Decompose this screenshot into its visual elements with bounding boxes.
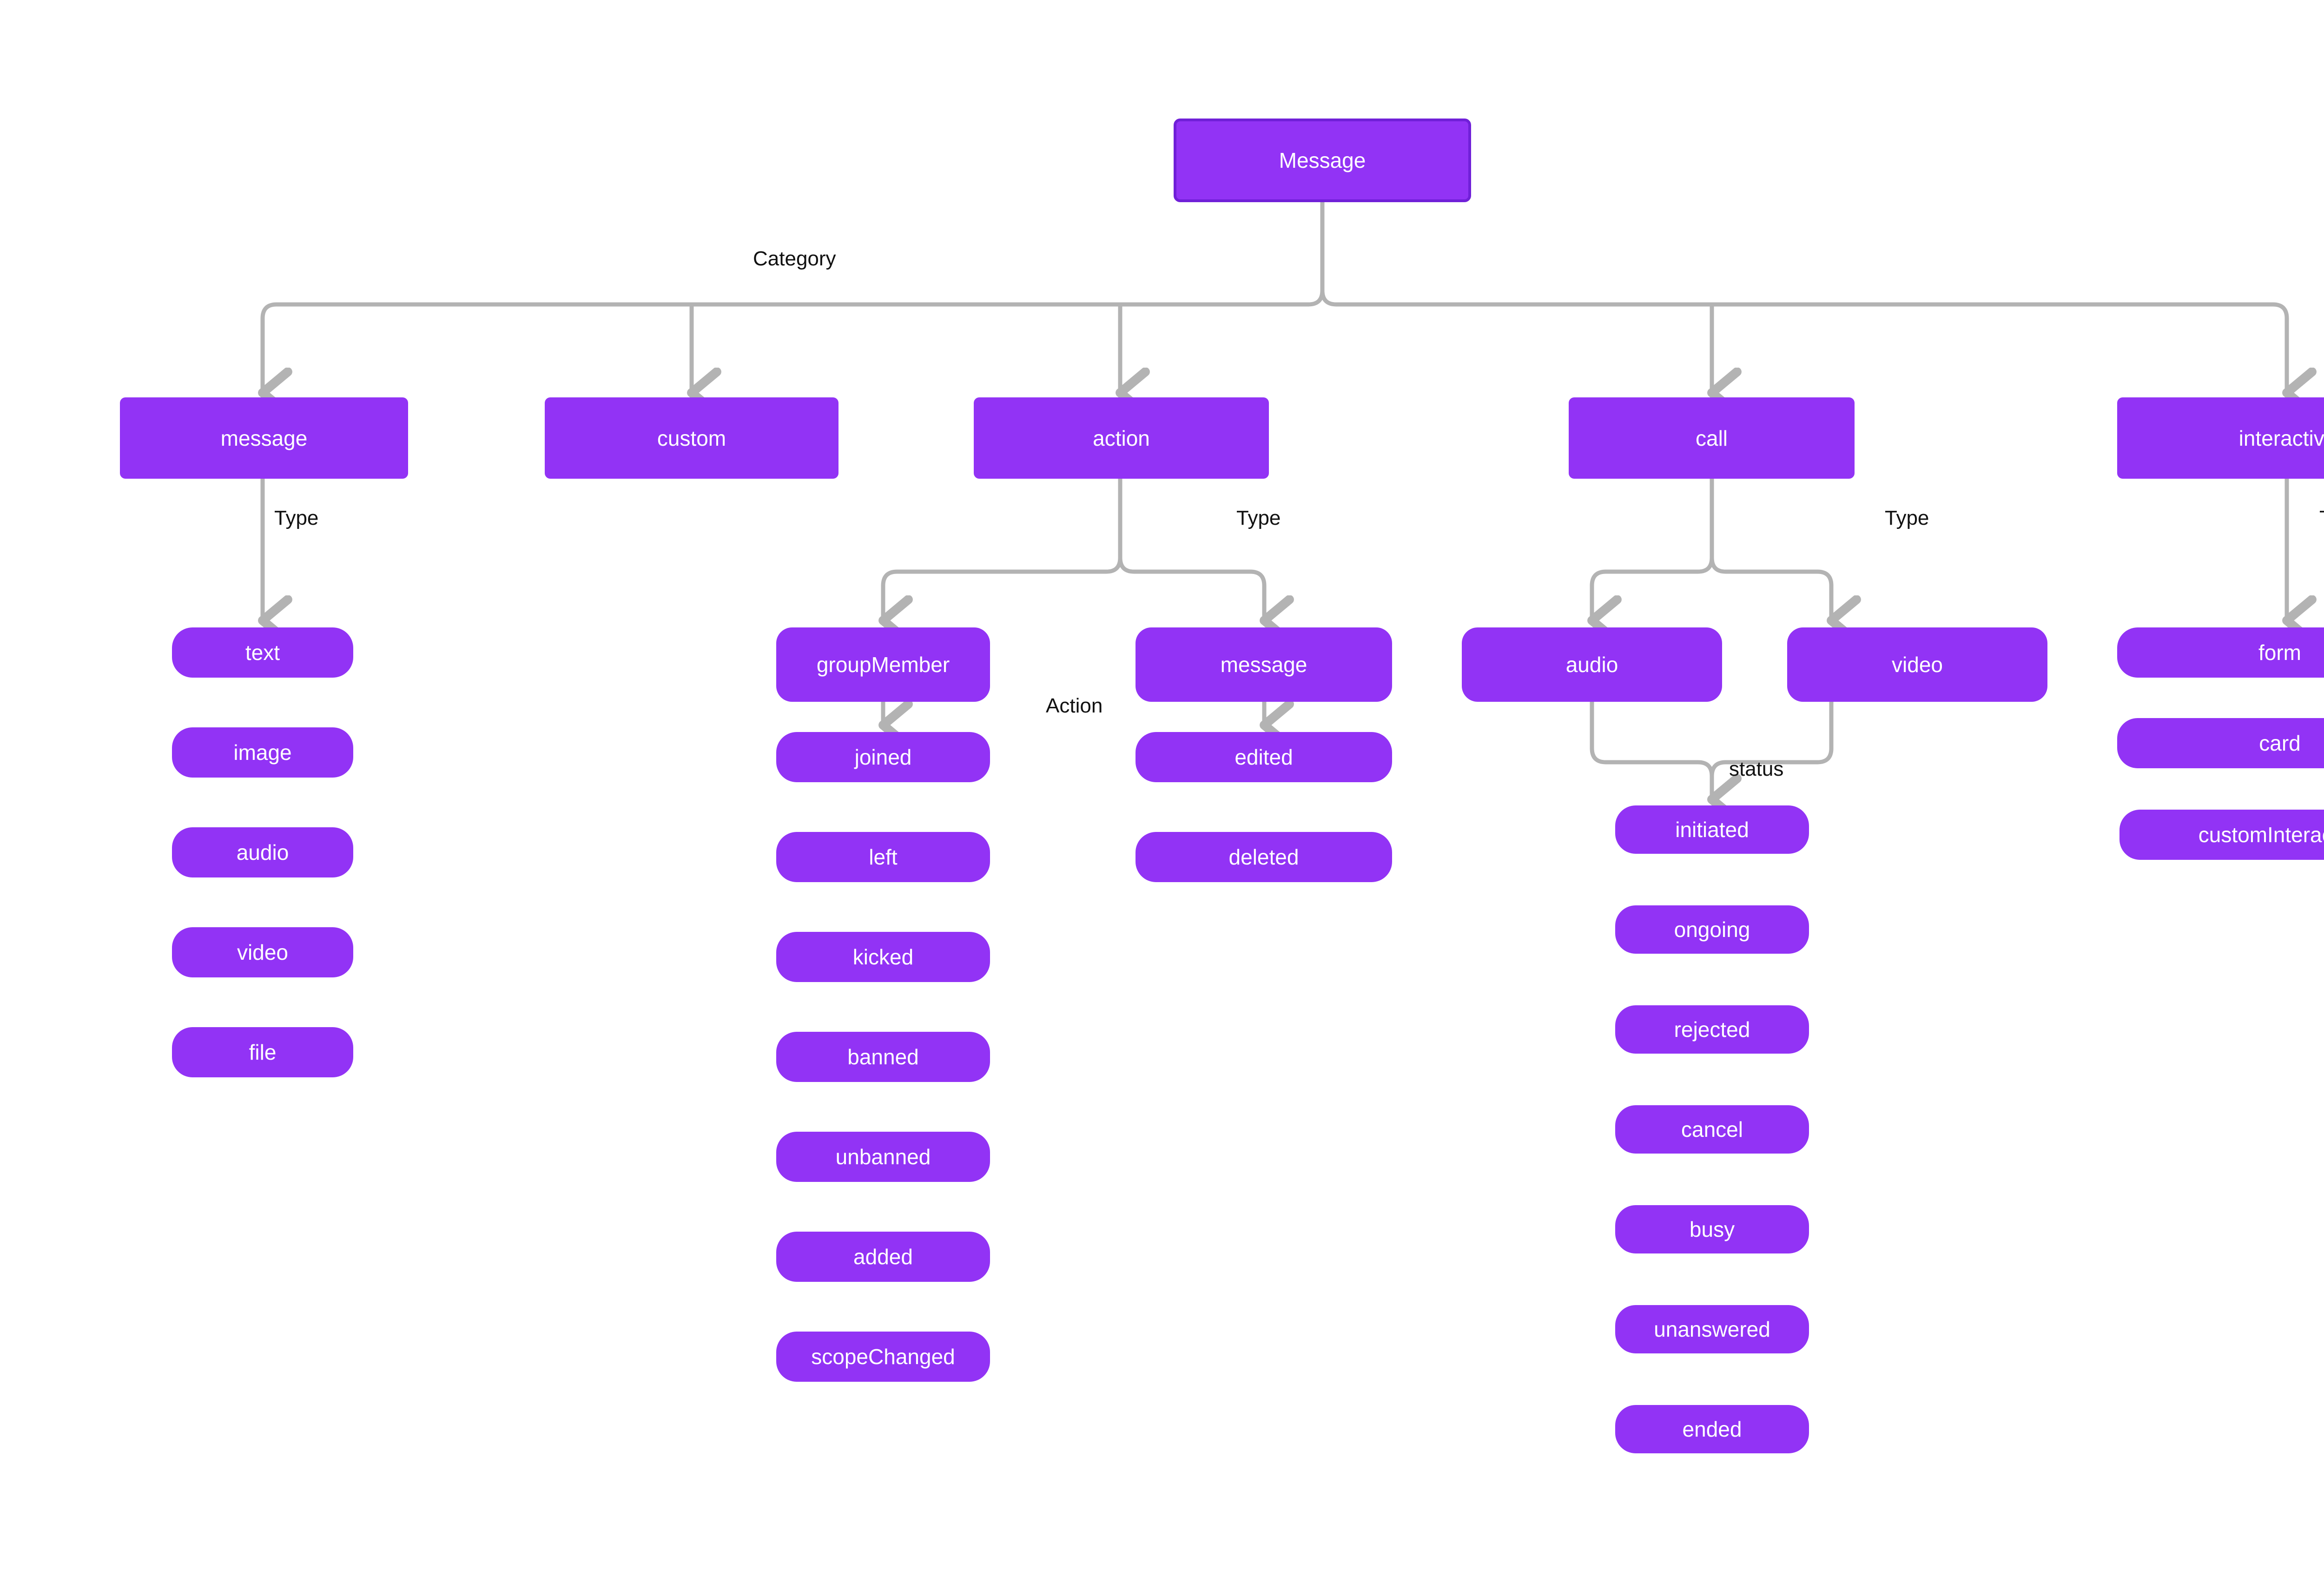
interactive-type-form[interactable]: form <box>2117 627 2324 678</box>
call-type-audio[interactable]: audio <box>1462 627 1722 702</box>
message-type-video[interactable]: video <box>172 927 353 977</box>
group-member-action-label: kicked <box>852 945 914 969</box>
call-type-label: audio <box>1565 653 1618 677</box>
group-member-action-label: unbanned <box>835 1145 931 1169</box>
group-member-action-left[interactable]: left <box>776 832 990 882</box>
call-status-rejected[interactable]: rejected <box>1615 1005 1809 1054</box>
group-member-action-label: joined <box>854 745 912 769</box>
action-type-label: groupMember <box>816 653 950 677</box>
group-member-action-unbanned[interactable]: unbanned <box>776 1132 990 1182</box>
edge-label-action: Action <box>1046 694 1103 717</box>
message-type-label: image <box>233 740 292 765</box>
call-status-label: ongoing <box>1674 917 1750 942</box>
group-member-action-joined[interactable]: joined <box>776 732 990 782</box>
group-member-action-label: added <box>853 1245 913 1269</box>
root-node-label: Message <box>1279 148 1366 172</box>
group-member-action-label: scopeChanged <box>811 1345 955 1369</box>
call-status-cancel[interactable]: cancel <box>1615 1105 1809 1154</box>
group-member-action-label: banned <box>847 1045 919 1069</box>
interactive-type-label: card <box>2259 731 2301 755</box>
group-member-action-added[interactable]: added <box>776 1232 990 1282</box>
action-type-message[interactable]: message <box>1136 627 1392 702</box>
edge-label-category: Category <box>753 247 836 270</box>
root-node-message[interactable]: Message <box>1174 119 1471 202</box>
call-status-unanswered[interactable]: unanswered <box>1615 1305 1809 1353</box>
edge-label-type-interactive: Type <box>2319 507 2324 530</box>
category-label: custom <box>657 426 726 450</box>
category-label: message <box>220 426 308 450</box>
category-node-call[interactable]: call <box>1569 397 1855 479</box>
call-type-label: video <box>1892 653 1943 677</box>
group-member-action-kicked[interactable]: kicked <box>776 932 990 982</box>
message-action-deleted[interactable]: deleted <box>1136 832 1392 882</box>
call-status-ended[interactable]: ended <box>1615 1405 1809 1453</box>
interactive-type-custominteractive[interactable]: customInteractive <box>2119 810 2324 860</box>
interactive-type-label: form <box>2258 640 2301 665</box>
category-node-action[interactable]: action <box>974 397 1269 479</box>
call-status-label: unanswered <box>1654 1317 1770 1341</box>
message-type-audio[interactable]: audio <box>172 827 353 877</box>
call-status-label: ended <box>1682 1417 1742 1441</box>
category-node-message[interactable]: message <box>120 397 408 479</box>
call-type-video[interactable]: video <box>1787 627 2047 702</box>
action-type-groupmember[interactable]: groupMember <box>776 627 990 702</box>
call-status-ongoing[interactable]: ongoing <box>1615 905 1809 954</box>
message-action-edited[interactable]: edited <box>1136 732 1392 782</box>
group-member-action-scopechanged[interactable]: scopeChanged <box>776 1332 990 1382</box>
message-type-label: audio <box>236 840 289 864</box>
message-type-text[interactable]: text <box>172 627 353 678</box>
category-label: action <box>1093 426 1150 450</box>
call-status-label: initiated <box>1675 818 1749 842</box>
edge-label-status: status <box>1729 758 1784 780</box>
message-action-label: edited <box>1235 745 1293 769</box>
group-member-action-label: left <box>869 845 898 869</box>
call-status-busy[interactable]: busy <box>1615 1205 1809 1253</box>
call-status-label: busy <box>1689 1217 1735 1241</box>
message-action-label: deleted <box>1228 845 1299 869</box>
call-status-initiated[interactable]: initiated <box>1615 805 1809 854</box>
message-type-label: text <box>245 640 280 665</box>
category-label: call <box>1695 426 1728 450</box>
edge-label-type-action: Type <box>1236 507 1281 529</box>
call-status-label: rejected <box>1674 1017 1750 1042</box>
category-label: interactive <box>2238 426 2324 450</box>
action-type-label: message <box>1220 653 1307 677</box>
message-type-file[interactable]: file <box>172 1027 353 1077</box>
message-type-image[interactable]: image <box>172 727 353 778</box>
interactive-type-card[interactable]: card <box>2117 718 2324 768</box>
message-type-label: file <box>249 1040 277 1064</box>
call-status-label: cancel <box>1681 1117 1743 1141</box>
interactive-type-label: customInteractive <box>2198 823 2324 847</box>
category-node-interactive[interactable]: interactive <box>2117 397 2324 479</box>
edge-label-type-call: Type <box>1885 507 1929 529</box>
message-type-label: video <box>237 940 288 964</box>
category-node-custom[interactable]: custom <box>545 397 838 479</box>
group-member-action-banned[interactable]: banned <box>776 1032 990 1082</box>
edge-label-type-message: Type <box>274 507 319 529</box>
